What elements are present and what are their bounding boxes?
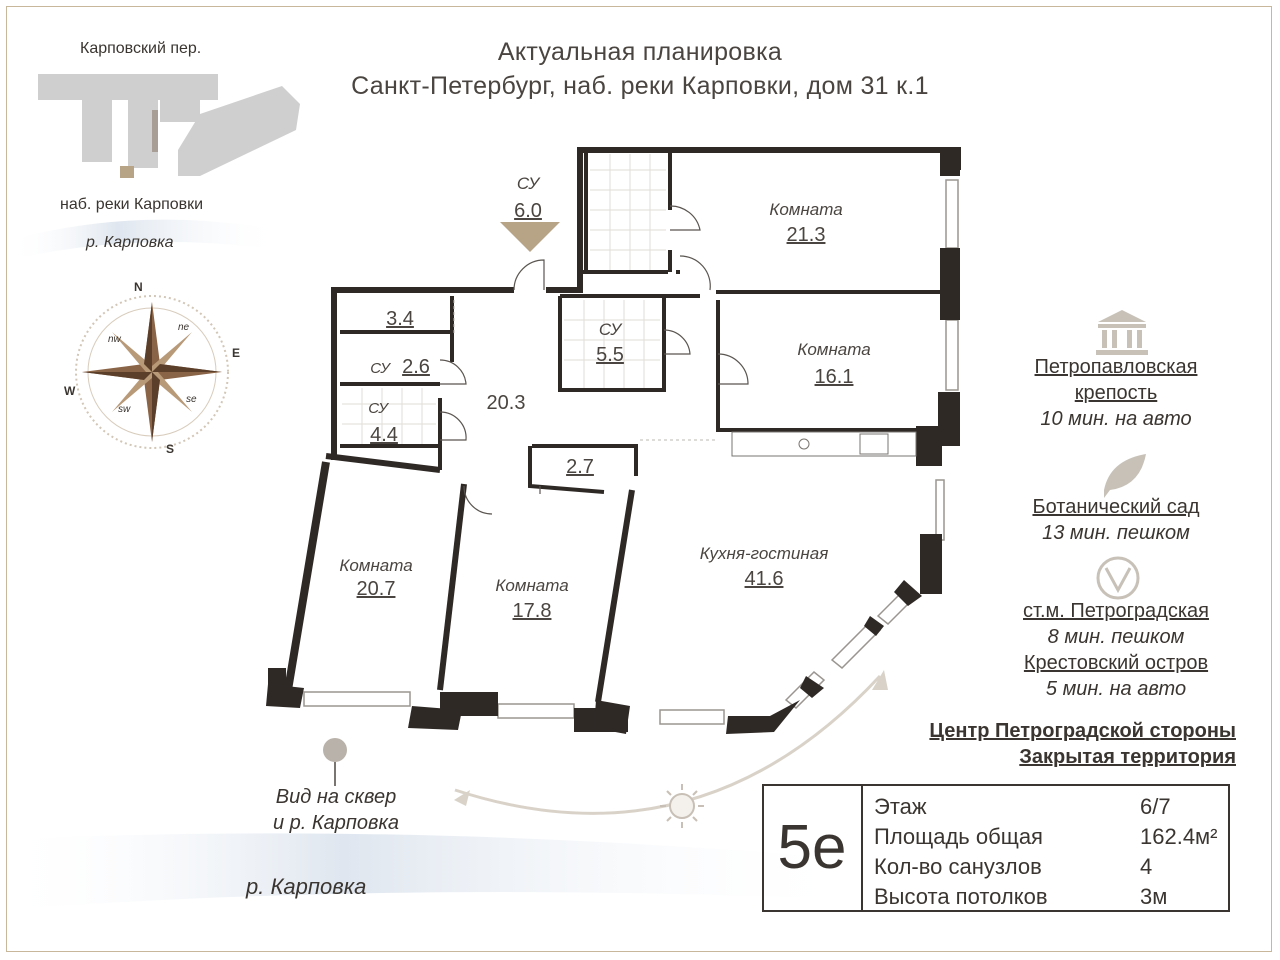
info-label: Кол-во санузлов — [874, 854, 1042, 879]
room-area: 41.6 — [744, 568, 784, 590]
room-area: 20.3 — [486, 392, 526, 414]
room-area: 6.0 — [514, 200, 542, 222]
room-area: 16.1 — [814, 366, 854, 388]
info-box — [762, 784, 1230, 912]
compass-se: se — [186, 394, 197, 405]
page-title: Актуальная планировка — [497, 38, 783, 66]
street-label-bottom: наб. реки Карповки — [60, 196, 204, 213]
sun-icon — [660, 784, 704, 828]
room-name: Кухня-гостиная — [699, 544, 829, 563]
room-area: 20.7 — [356, 578, 396, 600]
poi-time: 13 мин. пешком — [1042, 522, 1190, 544]
poi-time: 8 мин. пешком — [1047, 626, 1185, 648]
compass — [75, 295, 229, 449]
dashed-lines — [453, 300, 718, 441]
info-value: 6/7 — [1140, 794, 1171, 819]
view-label: Вид на сквер — [275, 786, 397, 808]
room-name: Комната — [339, 556, 413, 575]
room-area: 5.5 — [596, 344, 624, 366]
river-bottom — [0, 833, 860, 910]
poi-name: ст.м. Петроградская — [1023, 600, 1209, 622]
room-area: 2.7 — [566, 456, 594, 478]
metro-icon — [1096, 556, 1140, 600]
poi-time: 5 мин. на авто — [1045, 678, 1187, 700]
page-address: Санкт-Петербург, наб. реки Карповки, дом… — [351, 72, 929, 100]
site-river — [10, 219, 280, 260]
room-area: 17.8 — [512, 600, 552, 622]
compass-nw: nw — [108, 334, 121, 345]
poi-name-cont: крепость — [1074, 382, 1158, 404]
walls — [284, 147, 961, 703]
highlight-closed: Закрытая территория — [1019, 746, 1236, 768]
info-value: 4 — [1140, 854, 1153, 879]
info-divider — [861, 786, 863, 910]
room-name: СУ — [370, 360, 390, 377]
leaf-icon — [1104, 454, 1146, 498]
entrance-marker — [500, 222, 560, 252]
room-name: СУ — [368, 400, 388, 417]
info-value: 162.4м² — [1140, 824, 1218, 849]
info-value: 3м — [1140, 884, 1168, 909]
compass-west: W — [64, 384, 76, 398]
room-name: Комната — [797, 340, 871, 359]
site-river-label: р. Карповка — [86, 234, 174, 251]
apartment-code: 5е — [777, 813, 847, 882]
street-label-top: Карповский пер. — [80, 40, 202, 57]
room-name: Комната — [495, 576, 569, 595]
kitchen-counter — [731, 431, 917, 457]
view-label-cont: и р. Карповка — [272, 812, 400, 834]
poi-name: Крестовский остров — [1023, 652, 1209, 674]
site-apartment-marker — [120, 166, 134, 178]
bathroom-tiles — [342, 154, 666, 444]
poi-time: 10 мин. на авто — [1040, 408, 1192, 430]
room-name: Комната — [769, 200, 843, 219]
room-name: СУ — [516, 174, 540, 193]
compass-north: N — [134, 280, 143, 294]
page-frame — [6, 6, 1272, 952]
poi-name: Петропавловская — [1034, 356, 1198, 378]
room-area: 2.6 — [402, 356, 430, 378]
doors — [439, 205, 749, 515]
view-pin-icon — [323, 738, 347, 786]
compass-east: E — [232, 346, 241, 360]
compass-south: S — [166, 442, 175, 456]
room-area: 3.4 — [386, 308, 414, 330]
info-label: Площадь общая — [874, 824, 1043, 849]
info-label: Высота потолков — [874, 884, 1048, 909]
info-label: Этаж — [874, 794, 927, 819]
museum-icon — [1096, 310, 1148, 355]
highlight-center: Центр Петроградской стороны — [929, 720, 1236, 742]
poi-name: Ботанический сад — [1032, 496, 1200, 518]
room-area: 21.3 — [786, 224, 826, 246]
pillars — [266, 150, 960, 734]
room-area: 4.4 — [370, 424, 398, 446]
compass-sw: sw — [118, 404, 131, 415]
windows — [303, 179, 959, 725]
site-building — [38, 74, 300, 176]
room-name: СУ — [598, 320, 622, 339]
compass-ne: ne — [178, 322, 190, 333]
river-bottom-label: р. Карповка — [246, 874, 367, 899]
